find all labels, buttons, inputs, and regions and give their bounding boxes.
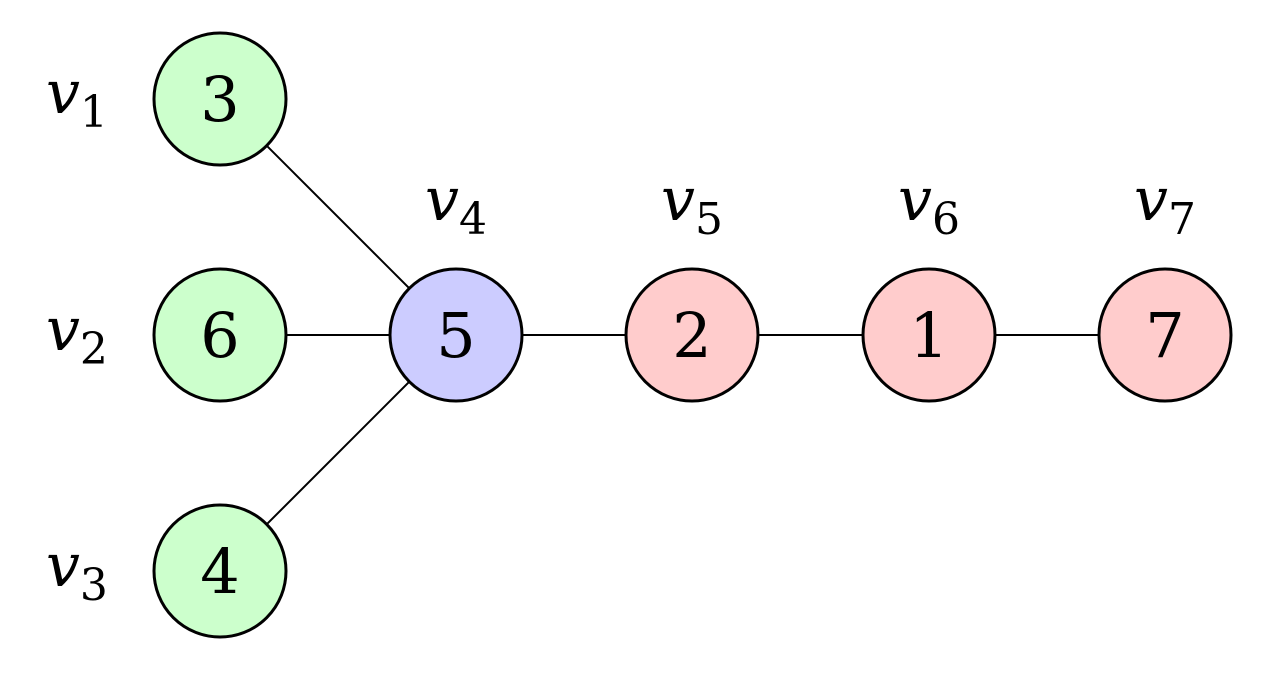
node-v3: 4 v3 [46, 503, 288, 639]
node-v6: 1 v6 [861, 165, 997, 403]
node-label-sub-v1: 1 [80, 87, 108, 138]
node-value-v6: 1 [909, 299, 948, 372]
node-value-v4: 5 [436, 299, 475, 372]
node-label-var-v2: v [46, 295, 80, 365]
node-value-v1: 3 [200, 63, 239, 136]
node-label-sub-v6: 6 [932, 194, 960, 245]
node-label-sub-v3: 3 [80, 560, 108, 611]
node-label-sub-v4: 4 [459, 194, 487, 245]
node-circle-v5 [624, 267, 760, 403]
node-value-v3: 4 [200, 535, 239, 608]
node-label-var-v6: v [898, 165, 932, 235]
node-label-var-v4: v [425, 165, 459, 235]
node-label-v4: v4 [425, 165, 487, 245]
node-circle-v2 [152, 267, 288, 403]
node-label-sub-v5: 5 [695, 194, 723, 245]
node-value-v7: 7 [1145, 299, 1184, 372]
node-v5: 2 v5 [624, 165, 760, 403]
node-v1: 3 v1 [46, 31, 288, 167]
node-label-v1: v1 [46, 58, 108, 138]
node-label-sub-v2: 2 [80, 324, 108, 375]
node-label-v5: v5 [661, 165, 723, 245]
node-value-v5: 2 [672, 299, 711, 372]
node-label-v6: v6 [898, 165, 960, 245]
node-label-var-v1: v [46, 58, 80, 128]
node-label-v7: v7 [1134, 165, 1196, 245]
node-v4: 5 v4 [388, 165, 524, 403]
node-v2: 6 v2 [46, 267, 288, 403]
node-label-var-v7: v [1134, 165, 1168, 235]
node-label-var-v5: v [661, 165, 695, 235]
node-label-v3: v3 [46, 531, 108, 611]
node-v7: 7v7 [1097, 165, 1233, 403]
node-circle-v7 [1097, 267, 1233, 403]
node-circle-v6 [861, 267, 997, 403]
node-label-sub-v7: 7 [1168, 194, 1196, 245]
node-label-var-v3: v [46, 531, 80, 601]
node-label-v2: v2 [46, 295, 108, 375]
node-value-v2: 6 [200, 299, 239, 372]
node-circle-v3 [152, 503, 288, 639]
node-circle-v1 [152, 31, 288, 167]
node-circle-v4 [388, 267, 524, 403]
